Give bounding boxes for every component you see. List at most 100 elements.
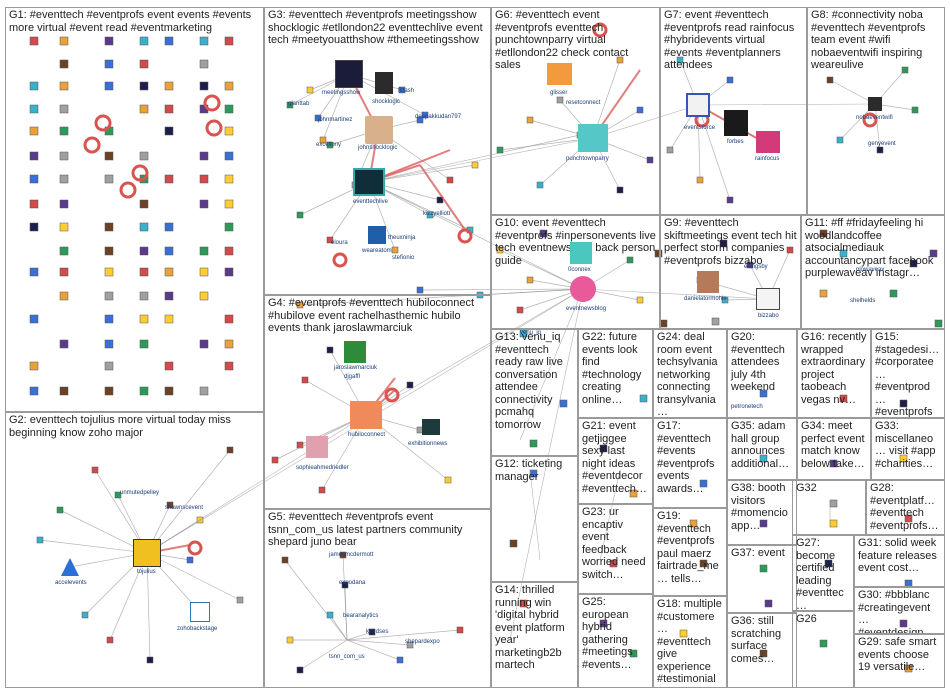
- node-label: rainfocus: [755, 156, 780, 162]
- node-marker: [29, 386, 39, 396]
- node-marker: [186, 556, 194, 564]
- group-g3[interactable]: G3: #eventtech #eventprofs meetingsshow …: [264, 7, 491, 295]
- node-marker: [526, 276, 534, 284]
- node-zohobackstage[interactable]: [190, 602, 210, 622]
- node-marker: [904, 514, 913, 523]
- node-marker: [326, 236, 334, 244]
- group-g17[interactable]: G17: #eventtech #events #eventprofs even…: [653, 418, 727, 508]
- group-g26[interactable]: G26: [792, 611, 854, 688]
- group-g25[interactable]: G25: european hybrid gathering #meetings…: [578, 594, 653, 688]
- node-punchtownparry[interactable]: [578, 124, 608, 152]
- group-g9[interactable]: G9: #eventtech skiftmeetings event tech …: [660, 215, 801, 329]
- node-danielatormohle[interactable]: [697, 271, 719, 293]
- group-g8[interactable]: G8: #connectivity noba #eventtech #event…: [807, 7, 945, 215]
- group-g32[interactable]: G32: [792, 480, 866, 535]
- group-g7[interactable]: G7: event #eventtech #eventprofs read ra…: [660, 7, 807, 215]
- group-label: G8: #connectivity noba #eventtech #event…: [811, 9, 929, 71]
- node-label: shepardexpo: [405, 639, 440, 645]
- node-forbes[interactable]: [724, 110, 748, 136]
- node-marker: [199, 59, 209, 69]
- edge: [874, 103, 881, 151]
- node-exhibitionnews[interactable]: [422, 419, 440, 435]
- group-g31[interactable]: G31: solid week feature releases event c…: [854, 535, 945, 587]
- node-label: kbirdses: [366, 629, 389, 635]
- node-nobaeventwifi[interactable]: [868, 97, 882, 111]
- node-0connex[interactable]: [570, 242, 592, 264]
- node-label: meetingsshow: [322, 90, 361, 96]
- node-meetingsshow[interactable]: [335, 60, 363, 88]
- edge: [284, 559, 348, 641]
- group-g10[interactable]: G10: event #eventtech #eventprofs #inper…: [491, 215, 660, 329]
- node-marker: [199, 246, 209, 256]
- node-bizzabo[interactable]: [756, 288, 780, 310]
- node-marker: [526, 116, 534, 124]
- self-loop: [384, 387, 400, 403]
- group-g36[interactable]: G36: still scratching surface comes…: [727, 613, 797, 688]
- group-g6[interactable]: G6: #eventtech event #eventprofs eventte…: [491, 7, 660, 215]
- group-g27[interactable]: G27: become certified leading #eventtec…: [792, 535, 854, 611]
- self-loop: [862, 112, 878, 128]
- group-g15[interactable]: G15: #stagedesi… #corporatee… #eventprod…: [871, 329, 945, 418]
- group-g19[interactable]: G19: #eventtech #eventprofs paul maerz f…: [653, 508, 727, 596]
- group-g33[interactable]: G33: miscellaneo… visit #app #charities…: [871, 418, 945, 480]
- node-label: shelhelds: [850, 298, 876, 304]
- node-marker: [839, 394, 848, 403]
- node-sophieahmedriedler[interactable]: [306, 436, 328, 458]
- group-g5[interactable]: G5: #eventtech #eventprofs event tsnn_co…: [264, 509, 491, 688]
- group-label: G11: #ff #fridayfeeling hi woodlandcoffe…: [805, 217, 937, 279]
- node-johnshocklogic[interactable]: [365, 116, 393, 144]
- group-g35[interactable]: G35: adam hall group announces additiona…: [727, 418, 797, 480]
- group-g34[interactable]: G34: meet perfect event match know below…: [797, 418, 871, 480]
- group-g1[interactable]: G1: #eventtech #eventprofs event events …: [5, 7, 264, 412]
- node-marker: [759, 454, 768, 463]
- node-marker: [29, 222, 39, 232]
- group-label: G22: future events look find #technology…: [582, 331, 645, 406]
- node-tojulius[interactable]: [133, 539, 161, 567]
- group-g37[interactable]: G37: event: [727, 545, 797, 613]
- node-hubiloconnect[interactable]: [350, 401, 382, 429]
- group-label: G36: still scratching surface comes…: [731, 615, 785, 665]
- node-rainfocus[interactable]: [756, 131, 780, 153]
- self-loop: [332, 252, 348, 268]
- node-eventtechlive[interactable]: [353, 168, 385, 196]
- node-marker: [616, 56, 624, 64]
- node-marker: [829, 519, 838, 528]
- group-g38[interactable]: G38: booth visitors #momencio app…: [727, 480, 797, 545]
- node-label: djgaffl: [344, 374, 360, 380]
- node-jaroslawmarciuk[interactable]: [344, 341, 366, 363]
- group-g24[interactable]: G24: deal room event techsylvania networ…: [653, 329, 727, 418]
- group-g12[interactable]: G12: ticketing manager: [491, 456, 578, 582]
- node-marker: [759, 519, 768, 528]
- group-g20[interactable]: G20: #eventtech attendees july 4th weeke…: [727, 329, 797, 418]
- group-g4[interactable]: G4: #eventprofs #eventtech hubiloconnect…: [264, 295, 491, 509]
- node-marker: [509, 539, 518, 548]
- group-g28[interactable]: G28: #eventplatf… #eventtech #eventprofs…: [866, 480, 945, 535]
- group-g11[interactable]: G11: #ff #fridayfeeling hi woodlandcoffe…: [801, 215, 945, 329]
- edge: [299, 639, 348, 671]
- edge: [419, 288, 584, 291]
- node-glisser[interactable]: [547, 63, 572, 85]
- node-theuxninja[interactable]: [368, 226, 386, 244]
- group-g29[interactable]: G29: safe smart events choose 19 versati…: [854, 634, 945, 688]
- edge: [299, 288, 584, 306]
- node-marker: [406, 381, 414, 389]
- group-g30[interactable]: G30: #bbblanc #creatingevent… #eventdesi…: [854, 587, 945, 634]
- edge: [697, 104, 731, 201]
- group-g13[interactable]: G13: venu_iq #eventtech ready raw live c…: [491, 329, 578, 456]
- group-g18[interactable]: G18: multiple #customere… #eventtech giv…: [653, 596, 727, 688]
- node-label: punchtownparry: [566, 156, 609, 162]
- node-eventnewsblog[interactable]: [570, 276, 596, 302]
- node-marker: [626, 256, 634, 264]
- group-g16[interactable]: G16: recently wrapped extraordinary proj…: [797, 329, 871, 418]
- node-label: hubiloconnect: [348, 432, 386, 438]
- node-marker: [406, 641, 414, 649]
- node-marker: [899, 454, 908, 463]
- group-g23[interactable]: G23: ur encaptiv event feedback worried …: [578, 504, 653, 594]
- node-marker: [876, 146, 884, 154]
- group-g21[interactable]: G21: event getjiggee sexy last night ide…: [578, 418, 653, 504]
- node-shocklogic[interactable]: [375, 72, 393, 94]
- group-label: G26: [796, 613, 817, 625]
- group-g14[interactable]: G14: thrilled running win 'digital hybri…: [491, 582, 578, 688]
- node-eventsforce[interactable]: [686, 93, 710, 117]
- group-g22[interactable]: G22: future events look find #technology…: [578, 329, 653, 418]
